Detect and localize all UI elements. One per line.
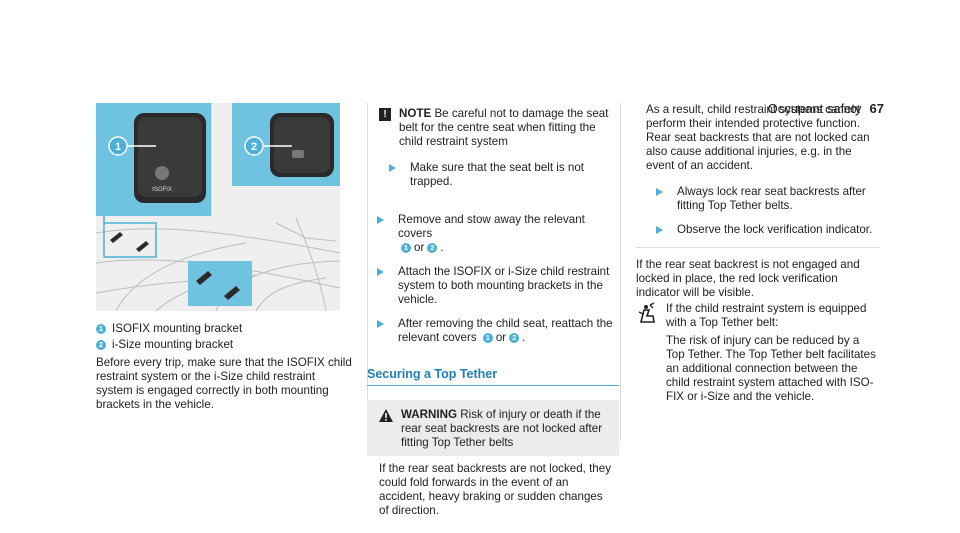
page-number: 67 xyxy=(869,101,884,116)
period-text: . xyxy=(440,241,444,254)
step-arrow-icon xyxy=(377,320,384,328)
warning-body: If the rear seat backrests are not locke… xyxy=(379,462,611,517)
or-text: or xyxy=(414,241,425,254)
step-arrow-icon xyxy=(656,188,663,196)
child-seat-tether-icon xyxy=(638,302,655,323)
continuation-column: As a result, child restraint systems can… xyxy=(636,103,880,404)
callout-badge-1: 1 xyxy=(108,136,128,156)
step-text: Remove and stow away the relevant covers xyxy=(398,213,585,240)
callout-badge-2: 2 xyxy=(244,136,264,156)
isofix-symbol-icon xyxy=(155,166,169,180)
column-divider xyxy=(620,103,621,441)
box-step-2: Observe the lock verification indicator. xyxy=(677,223,873,236)
step-1: Remove and stow away the relevant covers… xyxy=(367,213,619,255)
warning-continued-text: As a result, child restraint systems can… xyxy=(646,103,870,172)
figure-captions-column: 1 ISOFIX mounting bracket 2 i-Size mount… xyxy=(96,322,354,412)
step-3: After removing the child seat, reattach … xyxy=(367,317,619,345)
svg-text:1: 1 xyxy=(115,141,121,153)
top-tether-row: If the child restraint system is equippe… xyxy=(636,302,880,330)
step-arrow-icon xyxy=(389,164,396,172)
step-arrow-icon xyxy=(656,226,663,234)
note-label: NOTE xyxy=(399,107,432,120)
number-badge: 2 xyxy=(96,340,106,350)
exclamation-icon: ! xyxy=(379,108,391,121)
isofix-label: ISOFIX xyxy=(152,187,172,193)
number-badge: 2 xyxy=(509,333,520,343)
period-text: . xyxy=(522,331,526,344)
number-badge: 1 xyxy=(401,243,411,253)
warning-triangle-icon xyxy=(379,409,393,422)
note-text: Be careful not to damage the seat belt f… xyxy=(399,107,609,148)
bracket-location-2 xyxy=(188,261,252,306)
caption-1: 1 ISOFIX mounting bracket xyxy=(96,322,354,336)
warning-continuation: As a result, child restraint systems can… xyxy=(636,103,880,247)
caption-text: i-Size mounting bracket xyxy=(112,338,234,351)
picto-text: If the child restraint system is equippe… xyxy=(666,302,867,329)
box-step-1: Always lock rear seat backrests after fi… xyxy=(677,185,866,212)
svg-text:2: 2 xyxy=(251,141,257,153)
number-badge: 1 xyxy=(96,324,106,334)
seat-outline-lines xyxy=(96,217,340,311)
step-text: After removing the child seat, reattach … xyxy=(398,317,613,344)
page-header: Occupant safety 67 xyxy=(768,101,884,116)
tether-explanation: The risk of injury can be reduced by a T… xyxy=(666,334,876,403)
section-heading: Securing a Top Tether xyxy=(367,367,619,386)
number-badge: 2 xyxy=(427,243,438,253)
caption-2: 2 i-Size mounting bracket xyxy=(96,338,354,352)
seat-drawing: ISOFIX 1 2 xyxy=(96,103,340,311)
column-divider xyxy=(367,103,368,441)
lock-indicator-paragraph: If the rear seat backrest is not engaged… xyxy=(636,258,860,299)
or-text: or xyxy=(495,331,507,344)
intro-paragraph: Before every trip, make sure that the IS… xyxy=(96,356,352,411)
caption-text: ISOFIX mounting bracket xyxy=(112,322,243,335)
isize-symbol-icon xyxy=(292,150,304,158)
step-arrow-icon xyxy=(377,268,384,276)
number-badge: 1 xyxy=(482,333,493,343)
warning-head-text: Risk of injury or death if the rear seat… xyxy=(401,408,603,449)
note-step: Make sure that the seat belt is not trap… xyxy=(410,161,585,188)
section-name: Occupant safety xyxy=(767,101,862,116)
step-arrow-icon xyxy=(377,216,384,224)
step-2: Attach the ISOFIX or i-Size child restra… xyxy=(367,265,619,307)
note-box: ! NOTE Be careful not to damage the seat… xyxy=(367,103,619,195)
step-text: Attach the ISOFIX or i-Size child restra… xyxy=(398,265,610,306)
warning-box: WARNING Risk of injury or death if the r… xyxy=(367,400,619,518)
warning-label: WARNING xyxy=(401,408,458,421)
bracket-location-1 xyxy=(103,222,157,258)
isofix-illustration: ISOFIX 1 2 xyxy=(96,103,340,311)
instructions-column: ! NOTE Be careful not to damage the seat… xyxy=(367,103,619,518)
